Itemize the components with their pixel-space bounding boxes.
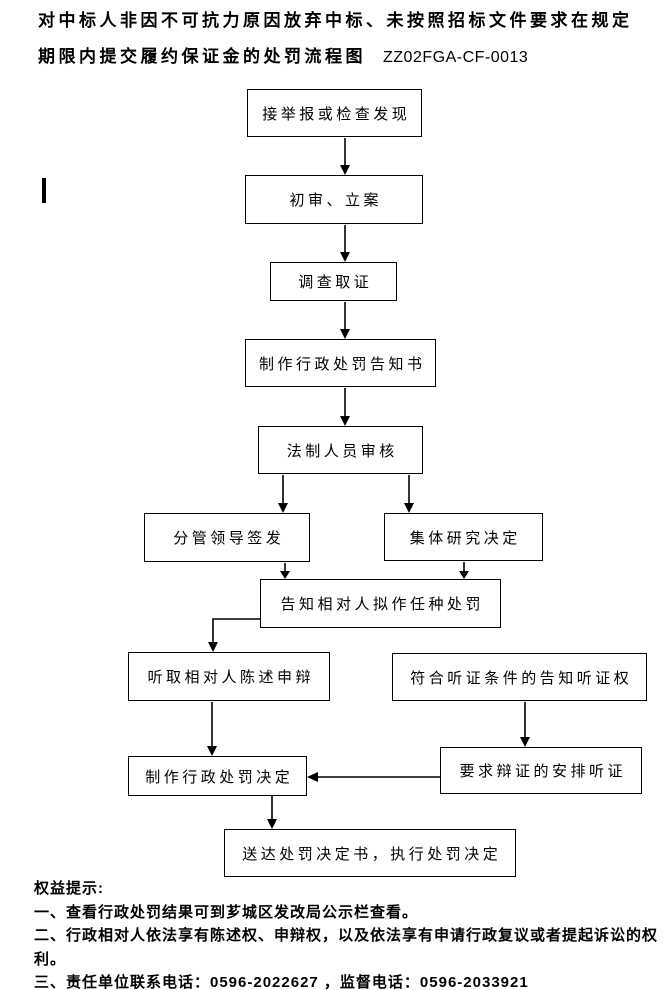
flow-node-hear-statement-defense: 听取相对人陈述申辩	[128, 652, 330, 701]
flow-node-draft-penalty-notice: 制作行政处罚告知书	[245, 339, 436, 387]
connector-n10-n12	[520, 702, 530, 747]
connector-n12-n11	[307, 772, 440, 782]
connector-n1-n2	[340, 138, 350, 175]
flow-node-deliver-execute-decision: 送达处罚决定书，执行处罚决定	[224, 829, 516, 877]
connector-n2-n3	[340, 225, 350, 262]
flow-node-collective-decision: 集体研究决定	[384, 513, 543, 561]
flow-node-inform-proposed-penalty: 告知相对人拟作任种处罚	[260, 579, 501, 628]
connector-n8-n9	[208, 618, 261, 652]
page-title-line1: 对中标人非因不可抗力原因放弃中标、未按照招标文件要求在规定	[38, 11, 633, 30]
connector-n3-n4	[340, 302, 350, 339]
connector-n5-n6	[278, 475, 288, 513]
connector-n11-n13	[267, 796, 277, 829]
flow-node-arrange-hearing: 要求辩证的安排听证	[440, 747, 642, 794]
flow-node-make-penalty-decision: 制作行政处罚决定	[128, 756, 307, 796]
connector-n9-n11	[207, 702, 217, 756]
footer-notes: 权益提示: 一、查看行政处罚结果可到芗城区发改局公示栏查看。 二、行政相对人依法…	[34, 877, 659, 990]
flow-node-investigate-evidence: 调查取证	[270, 262, 397, 301]
footer-note-3: 三、责任单位联系电话：0596-2022627 ，监督电话：0596-20339…	[34, 974, 529, 990]
flow-node-leader-sign-off: 分管领导签发	[144, 513, 310, 562]
connector-n7-n8	[459, 562, 469, 579]
text-cursor	[42, 178, 46, 203]
flow-node-inform-hearing-right: 符合听证条件的告知听证权	[392, 653, 647, 701]
page-title-line2: 期限内提交履约保证金的处罚流程图 ZZ02FGA-CF-0013	[38, 42, 528, 67]
connector-n4-n5	[340, 388, 350, 426]
connector-n6-n8	[280, 563, 290, 579]
footer-note-1: 一、查看行政处罚结果可到芗城区发改局公示栏查看。	[34, 903, 419, 921]
flow-node-initial-review-filing: 初审、立案	[245, 175, 423, 224]
footer-note-2: 二、行政相对人依法享有陈述权、申辩权，以及依法享有申请行政复议或者提起诉讼的权	[34, 927, 659, 944]
footer-note-2-wrap: 利。	[34, 950, 67, 968]
page-title-line2-text: 期限内提交履约保证金的处罚流程图	[38, 47, 366, 66]
footer-heading: 权益提示:	[34, 880, 104, 897]
document-code: ZZ02FGA-CF-0013	[383, 49, 529, 66]
connector-n5-n7	[404, 475, 414, 513]
flow-node-receive-report: 接举报或检查发现	[247, 89, 422, 137]
flow-node-legal-staff-review: 法制人员审核	[258, 426, 423, 474]
